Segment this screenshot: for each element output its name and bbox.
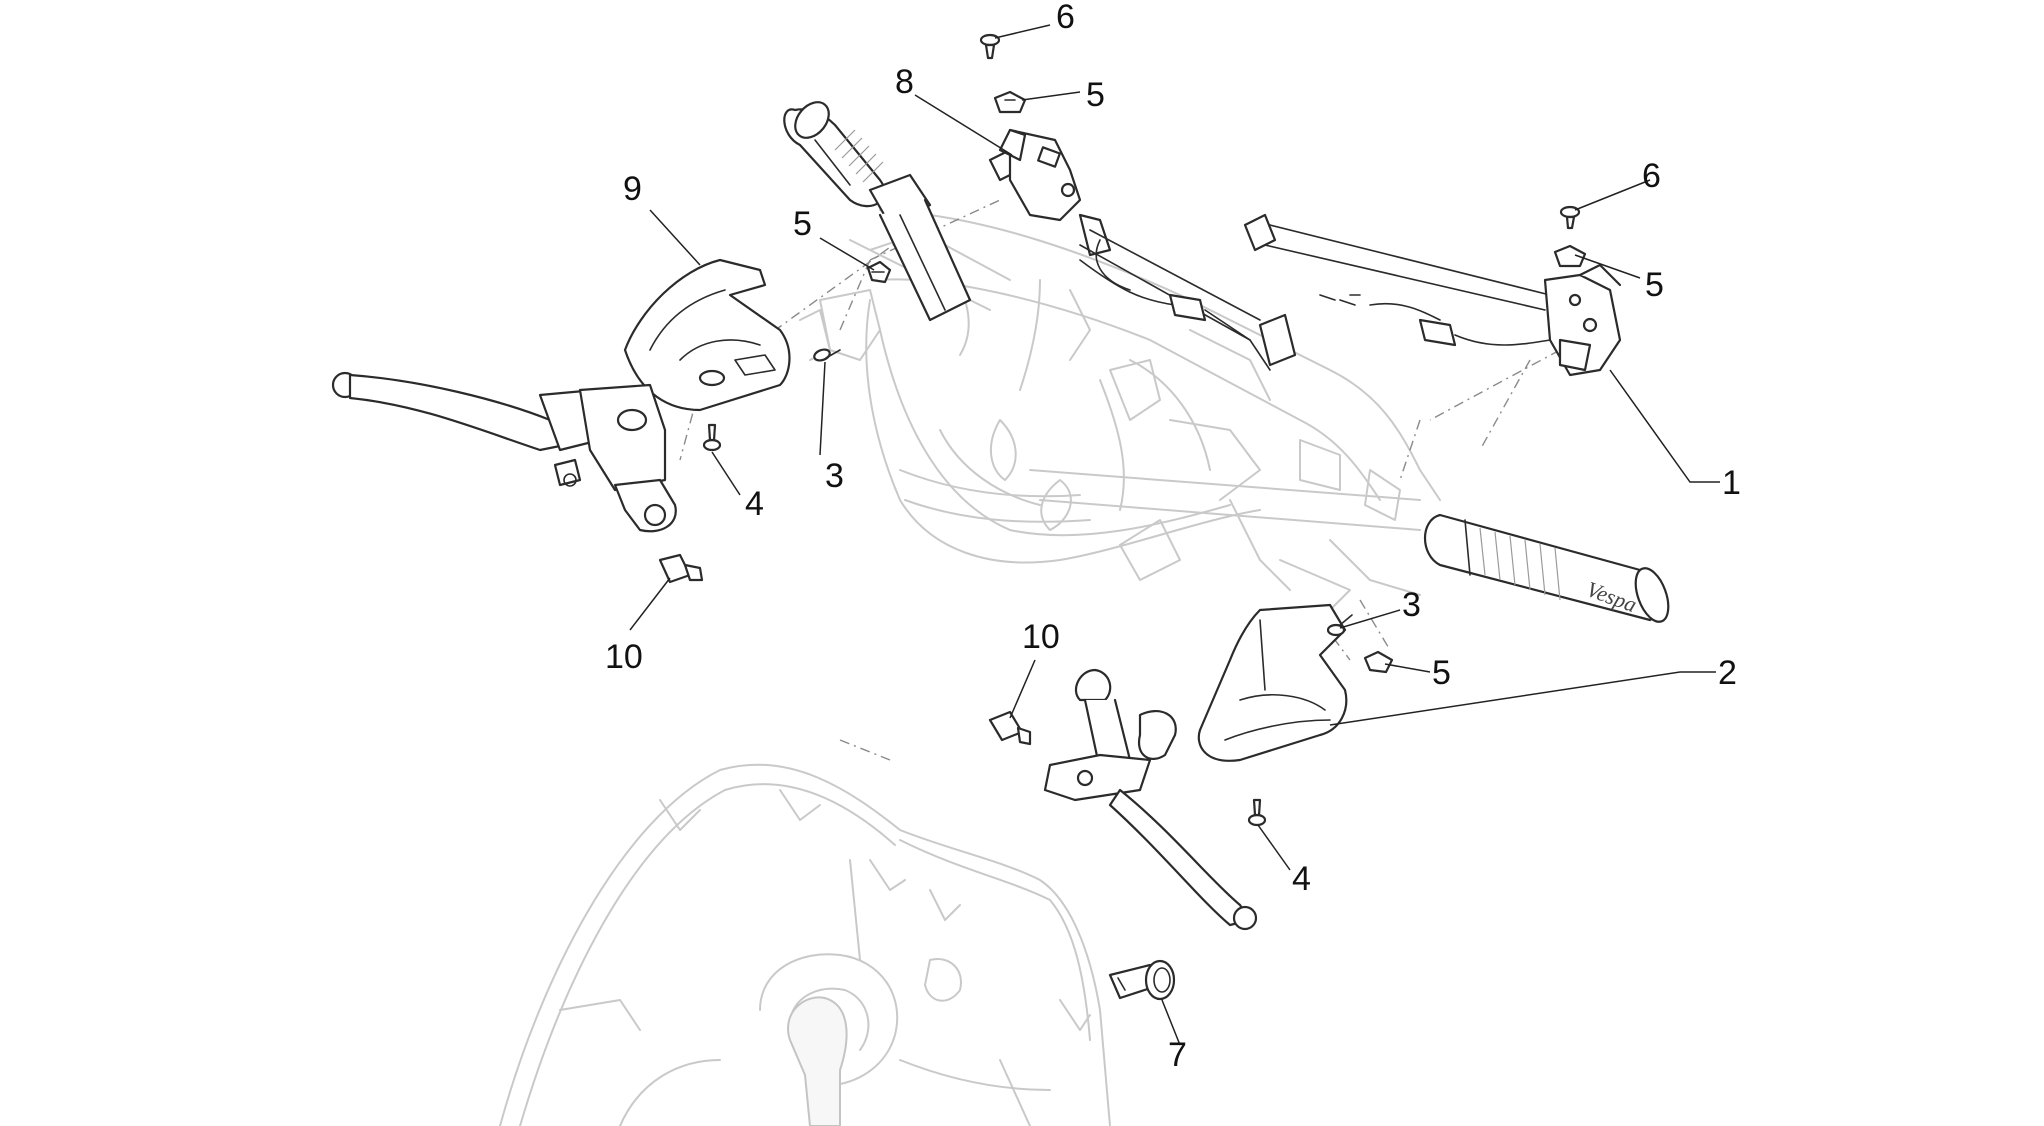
callout-3-left: 3 (825, 457, 844, 495)
callout-5-top: 5 (1086, 76, 1105, 114)
callout-1: 1 (1722, 464, 1741, 502)
socket-part-7 (1108, 959, 1176, 1001)
headlight-shell-outline (499, 763, 1111, 1126)
handlebar-body-outline (799, 209, 1441, 611)
clip-part-5-right (1553, 244, 1587, 268)
callout-5-left: 5 (793, 205, 812, 243)
right-switch-part-1 (1243, 213, 1622, 377)
callout-9: 9 (623, 170, 642, 208)
switch-part-10-right (988, 710, 1032, 746)
callout-10-left: 10 (605, 638, 643, 676)
left-cover-part-9 (623, 258, 791, 412)
left-switch-part-8 (988, 128, 1297, 371)
right-cover-part-2 (1197, 603, 1348, 762)
left-grip (783, 101, 972, 322)
callout-8: 8 (895, 63, 914, 101)
screw-part-3-left (813, 348, 841, 362)
callout-5-lower: 5 (1432, 654, 1451, 692)
left-brake-lever (331, 371, 677, 533)
callout-7: 7 (1168, 1036, 1187, 1074)
clip-part-5-left (866, 260, 892, 284)
screw-part-4-right (1247, 798, 1267, 827)
callout-3-right: 3 (1402, 586, 1421, 624)
callout-4-left: 4 (745, 485, 764, 523)
clip-part-5-lower (1363, 650, 1394, 674)
right-grip: Vespa (1424, 513, 1670, 623)
clip-part-5-top (993, 90, 1027, 114)
callout-6-right: 6 (1642, 157, 1661, 195)
callout-6-top: 6 (1056, 0, 1075, 36)
callout-10-right: 10 (1022, 618, 1060, 656)
callout-4-right: 4 (1292, 860, 1311, 898)
callout-5-right: 5 (1645, 266, 1664, 304)
callout-labels: 6 5 8 9 5 6 5 1 3 4 10 3 5 2 10 4 7 (605, 0, 1741, 1074)
screw-part-4-left (702, 423, 722, 452)
switch-part-10-left (658, 553, 704, 584)
leader-lines (629, 24, 1720, 1046)
screw-part-6-right (1559, 205, 1581, 230)
right-brake-lever (1043, 668, 1258, 931)
screw-part-6-left (979, 33, 1001, 60)
assembly-centerlines (679, 199, 1561, 761)
callout-2: 2 (1718, 654, 1737, 692)
